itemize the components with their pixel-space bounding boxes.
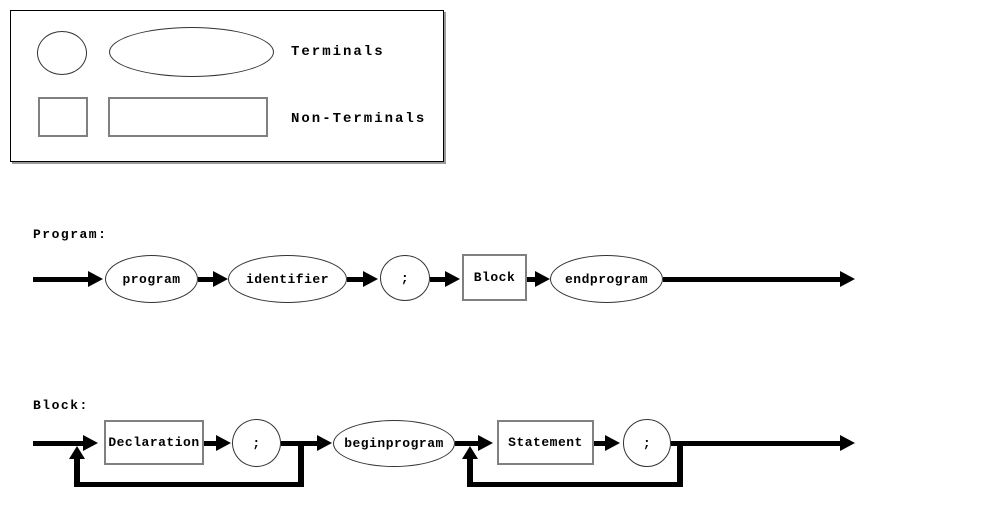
flow-line	[671, 441, 840, 446]
loop1-left-line	[74, 457, 80, 487]
node-statement-label: Statement	[508, 435, 583, 450]
arrowhead-right-icon	[445, 271, 460, 287]
node-beginprogram-label: beginprogram	[344, 436, 444, 451]
node-semicolon-2: ;	[232, 419, 281, 467]
flow-line	[663, 277, 840, 282]
arrowhead-right-icon	[83, 435, 98, 451]
loop2-left-line	[467, 457, 473, 487]
flow-line	[527, 277, 535, 282]
arrowhead-right-icon	[840, 435, 855, 451]
node-block-label: Block	[473, 270, 516, 285]
arrowhead-right-icon	[317, 435, 332, 451]
legend-terminal-circle-shape	[37, 31, 87, 75]
node-declaration: Declaration	[104, 420, 204, 465]
flow-line	[33, 277, 88, 282]
arrowhead-up-icon	[69, 446, 85, 459]
arrowhead-right-icon	[478, 435, 493, 451]
node-identifier: identifier	[228, 255, 347, 303]
program-section-title: Program:	[33, 227, 108, 242]
arrowhead-right-icon	[213, 271, 228, 287]
arrowhead-right-icon	[363, 271, 378, 287]
legend-box: Terminals Non-Terminals	[10, 10, 444, 162]
flow-line	[204, 441, 216, 446]
arrowhead-right-icon	[605, 435, 620, 451]
flow-line	[33, 441, 83, 446]
legend-nonterminal-square-shape	[38, 97, 88, 137]
node-statement: Statement	[497, 420, 594, 465]
flow-line	[198, 277, 213, 282]
node-endprogram: endprogram	[550, 255, 663, 303]
node-semicolon-3: ;	[623, 419, 671, 467]
node-program: program	[105, 255, 198, 303]
node-beginprogram: beginprogram	[333, 420, 455, 467]
arrowhead-up-icon	[462, 446, 478, 459]
arrowhead-right-icon	[88, 271, 103, 287]
loop2-right-line	[677, 443, 683, 485]
node-semicolon-1-label: ;	[400, 270, 410, 286]
legend-terminals-label: Terminals	[291, 44, 385, 60]
loop1-bottom-line	[74, 482, 304, 487]
legend-non-terminals-label: Non-Terminals	[291, 111, 427, 127]
flow-line	[430, 277, 445, 282]
flow-line	[594, 441, 605, 446]
node-declaration-label: Declaration	[108, 435, 200, 450]
node-program-label: program	[122, 271, 181, 287]
legend-terminal-ellipse-shape	[109, 27, 274, 77]
loop2-bottom-line	[467, 482, 683, 487]
node-semicolon-1: ;	[380, 255, 430, 301]
loop1-right-line	[298, 443, 304, 485]
flow-line	[347, 277, 363, 282]
legend-nonterminal-rect-shape	[108, 97, 268, 137]
flow-line	[281, 441, 317, 446]
node-endprogram-label: endprogram	[564, 271, 648, 287]
node-identifier-label: identifier	[245, 271, 329, 287]
node-block: Block	[462, 254, 527, 301]
arrowhead-right-icon	[216, 435, 231, 451]
arrowhead-right-icon	[840, 271, 855, 287]
flow-line	[455, 441, 478, 446]
block-section-title: Block:	[33, 398, 89, 413]
arrowhead-right-icon	[535, 271, 550, 287]
node-semicolon-2-label: ;	[252, 435, 261, 451]
node-semicolon-3-label: ;	[642, 435, 652, 451]
